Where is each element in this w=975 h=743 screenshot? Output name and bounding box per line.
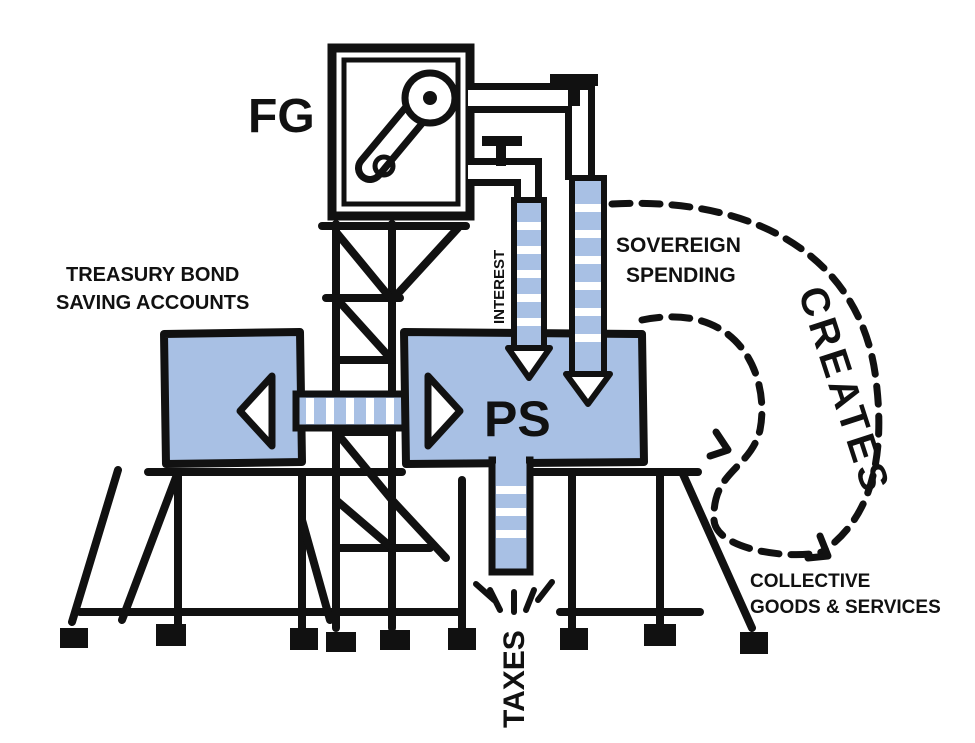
collective-label-line2: GOODS & SERVICES [750, 597, 941, 618]
creates-loop [608, 199, 883, 559]
tax-drops [473, 579, 555, 615]
creates-arrowheads [706, 428, 832, 562]
sovereign-label-line1: SOVEREIGN [616, 234, 741, 257]
interest-label: INTEREST [491, 250, 508, 324]
spending-flow [563, 175, 613, 407]
federal-government-box [327, 43, 475, 221]
bond-exchange-arrow [236, 372, 464, 450]
pipe-segments [306, 398, 526, 538]
interest-flow [505, 197, 553, 381]
taxes-label: TAXES [498, 630, 531, 728]
treasury-label-line1: TREASURY BOND [66, 264, 239, 286]
fg-label: FG [248, 90, 315, 143]
sovereign-label-line2: SPENDING [626, 264, 736, 287]
treasury-bond-tank [160, 328, 306, 468]
ps-label: PS [484, 391, 551, 447]
left-tank-stand [68, 466, 466, 632]
collective-label-line1: COLLECTIVE [750, 571, 870, 592]
creates-label: CREATES [789, 281, 898, 500]
sovereign-spending-faucet [468, 74, 598, 180]
right-tank-stand [458, 468, 756, 632]
crank-icon [355, 69, 459, 183]
interest-faucet [468, 136, 542, 200]
treasury-label-line2: SAVING ACCOUNTS [56, 292, 249, 314]
tower-feet [60, 624, 768, 654]
